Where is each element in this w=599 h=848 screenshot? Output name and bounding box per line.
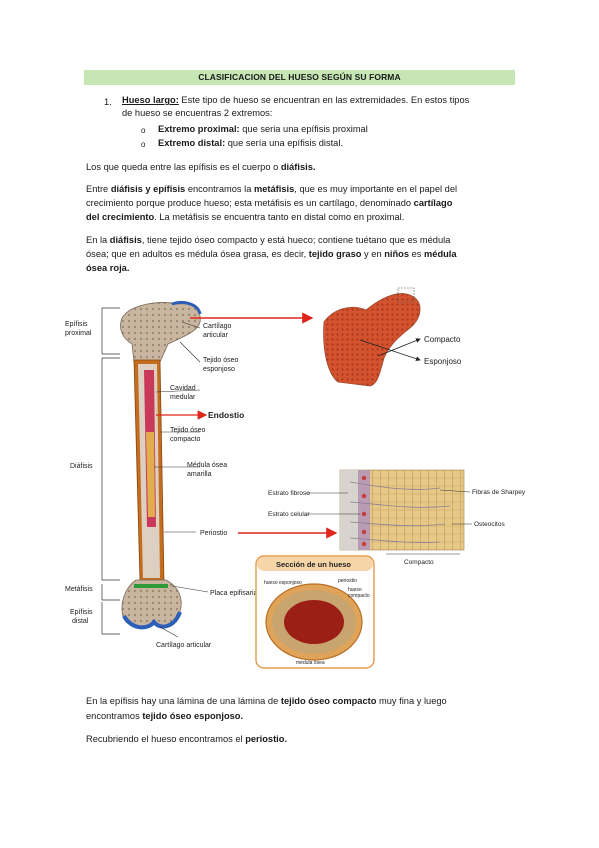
para-text: Los que queda entre las epífisis es el c… xyxy=(86,162,281,172)
term-extremo-distal: Extremo distal: xyxy=(158,138,226,148)
label-cavidad-medular: Cavidad xyxy=(170,385,196,392)
label-endostio: Endostio xyxy=(208,410,244,420)
label-epifisis-proximal-2: proximal xyxy=(65,330,92,337)
label-compacto-small: Compacto xyxy=(404,559,434,566)
paragraph-metafisis-line1: Entre diáfisis y epífisis encontramos la… xyxy=(86,183,457,197)
label-epifisis-proximal: Epífisis xyxy=(65,321,88,328)
label-cartilago-articular-bottom: Cartílago articular xyxy=(156,642,212,649)
region-brackets xyxy=(101,307,120,635)
paragraph-medula-line3: ósea roja. xyxy=(86,262,129,276)
label-diafisis: Diáfisis xyxy=(70,463,93,470)
para-bold: del crecimiento xyxy=(86,212,155,222)
para-text: y en xyxy=(361,249,385,259)
label-s-esponjoso: hueso esponjoso xyxy=(264,580,302,586)
para-text: , tiene tejido óseo compacto y está huec… xyxy=(141,235,451,245)
paragraph-epifisis-line2: encontramos tejido óseo esponjoso. xyxy=(86,710,243,724)
paragraph-metafisis-line2: crecimiento porque produce hueso; esta m… xyxy=(86,197,452,211)
list-item-hueso-largo: Hueso largo: Este tipo de hueso se encue… xyxy=(122,94,469,108)
para-bold: niños xyxy=(384,249,410,259)
para-text: . La metáfisis se encuentra tanto en dis… xyxy=(154,212,405,222)
paragraph-medula-line2: ósea; que en adultos es médula ósea gras… xyxy=(86,248,457,262)
para-bold: cartílago xyxy=(413,198,453,208)
label-metafisis: Metáfisis xyxy=(65,586,93,593)
bone-anatomy-figure: Epífisis proximal Diáfisis Metáfisis Epí… xyxy=(65,287,526,669)
epiphysis-detail: Compacto Esponjoso xyxy=(323,287,462,387)
label-cartilago-articular-2: articular xyxy=(203,332,229,339)
label-epifisis-distal-2: distal xyxy=(72,618,89,625)
label-tejido-compacto-2: compacto xyxy=(170,436,200,443)
label-s-medula: médula ósea xyxy=(296,660,325,666)
list-number: 1. xyxy=(104,97,112,107)
label-tejido-compacto: Tejido óseo xyxy=(170,427,206,434)
para-bold: diáfisis. xyxy=(280,162,316,172)
label-s-compacto: hueso xyxy=(348,587,362,593)
label-esponjoso: Esponjoso xyxy=(424,357,462,366)
label-tejido-esponjoso-2: esponjoso xyxy=(203,366,235,373)
label-epifisis-distal: Epífisis xyxy=(70,609,93,616)
para-text: Entre xyxy=(86,184,111,194)
list-item-line2: de hueso se encuentras 2 extremos: xyxy=(122,108,273,118)
paragraph-epifisis-line1: En la epífisis hay una lámina de una lám… xyxy=(86,695,447,709)
para-text: encontramos xyxy=(86,711,143,721)
para-text: ósea; que en adultos es médula ósea gras… xyxy=(86,249,309,259)
label-placa-epifisaria: Placa epifisaria xyxy=(210,590,258,597)
para-bold: tejido óseo compacto xyxy=(280,696,377,706)
para-text: encontramos la xyxy=(185,184,254,194)
para-text: Recubriendo el hueso encontramos el xyxy=(86,734,246,744)
bullet-marker: o xyxy=(141,140,146,149)
para-text: , que es muy importante en el papel del xyxy=(294,184,458,194)
label-estrato-celular: Estrato celular xyxy=(268,511,310,518)
para-bold: diáfisis xyxy=(109,235,142,245)
term-hueso-largo: Hueso largo: xyxy=(122,95,179,105)
paragraph-periostio: Recubriendo el hueso encontramos el peri… xyxy=(86,733,287,747)
label-seccion-title: Sección de un hueso xyxy=(276,560,351,569)
para-bold: ósea roja. xyxy=(86,263,130,273)
subitem-text: que seria una epífisis proximal xyxy=(239,124,368,134)
label-compacto: Compacto xyxy=(424,335,461,344)
paragraph-metafisis-line3: del crecimiento. La metáfisis se encuent… xyxy=(86,211,404,225)
subitem-text: que sería una epífisis distal. xyxy=(225,138,343,148)
para-text: es xyxy=(409,249,425,259)
label-medula-amarilla: Médula ósea xyxy=(187,462,227,469)
section-title: CLASIFICACION DEL HUESO SEGÚN SU FORMA xyxy=(84,70,515,85)
bone-section-card: Sección de un hueso hueso esponjoso peri… xyxy=(255,555,375,669)
para-bold: médula xyxy=(424,249,457,259)
label-fibras-sharpey: Fibras de Sharpey xyxy=(472,489,526,496)
para-text: En la xyxy=(86,235,110,245)
label-periostio: Periostio xyxy=(200,530,227,537)
label-cartilago-articular: Cartílago xyxy=(203,323,232,330)
para-text: muy fina y luego xyxy=(376,696,447,706)
subitem-distal: Extremo distal: que sería una epífisis d… xyxy=(158,137,343,151)
label-osteocitos: Osteocitos xyxy=(474,521,505,528)
label-tejido-esponjoso: Tejido óseo xyxy=(203,357,239,364)
para-text: En la epífisis hay una lámina de una lám… xyxy=(86,696,281,706)
para-bold: metáfisis xyxy=(253,184,295,194)
label-s-periostio: periostio xyxy=(338,578,357,584)
paragraph-diafisis: Los que queda entre las epífisis es el c… xyxy=(86,161,315,175)
subitem-proximal: Extremo proximal: que seria una epífisis… xyxy=(158,123,368,137)
bullet-marker: o xyxy=(141,126,146,135)
para-bold: periostio. xyxy=(245,734,288,744)
para-bold: tejido óseo esponjoso. xyxy=(142,711,244,721)
femur-illustration xyxy=(120,300,202,630)
label-estrato-fibroso: Estrato fibroso xyxy=(268,490,310,497)
term-extremo-proximal: Extremo proximal: xyxy=(158,124,240,134)
label-medula-amarilla-2: amarilla xyxy=(187,471,212,478)
paragraph-medula-line1: En la diáfisis, tiene tejido óseo compac… xyxy=(86,234,450,248)
label-cavidad-medular-2: medular xyxy=(170,394,196,401)
label-s-compacto-2: compacto xyxy=(348,593,370,599)
para-bold: tejido graso xyxy=(308,249,362,259)
para-bold: diáfisis y epífisis xyxy=(110,184,186,194)
item-text: Este tipo de hueso se encuentran en las … xyxy=(178,95,470,105)
para-text: crecimiento porque produce hueso; esta m… xyxy=(86,198,414,208)
periosteum-detail: Estrato fibroso Estrato celular Fibras d… xyxy=(268,469,526,566)
